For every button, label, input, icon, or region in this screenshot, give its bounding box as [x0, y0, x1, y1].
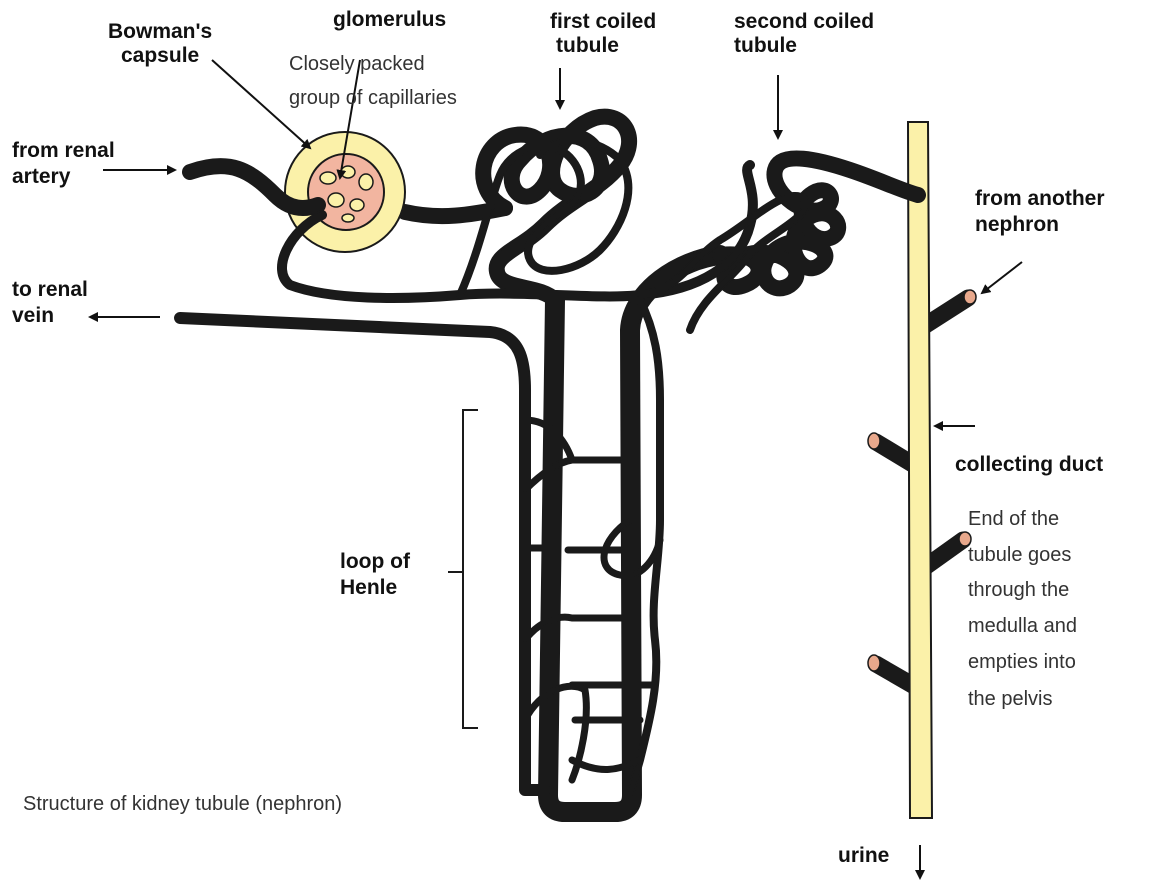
label-first-coiled: first coiled tubule — [550, 10, 662, 57]
label-glomerulus-note: Closely packed group of capillaries — [289, 53, 457, 109]
label-from-another-nephron: from another nephron — [975, 187, 1110, 236]
label-collecting-duct: collecting duct — [955, 453, 1103, 476]
label-duct-note: End of the tubule goes through the medul… — [968, 508, 1083, 710]
blood-vessels-arterial — [190, 140, 806, 795]
label-loop-of-henle: loop of Henle — [340, 550, 416, 599]
label-to-renal-vein: to renal vein — [12, 278, 94, 327]
arrow-another-nephron — [982, 262, 1022, 293]
label-bowmans-capsule: Bowman's capsule — [108, 20, 218, 67]
diagram-caption: Structure of kidney tubule (nephron) — [23, 793, 342, 815]
henle-bracket — [448, 410, 478, 728]
label-from-renal-artery: from renal artery — [12, 139, 121, 188]
label-urine: urine — [838, 844, 889, 867]
label-glomerulus: glomerulus — [333, 8, 446, 31]
label-second-coiled: second coiled tubule — [734, 10, 880, 57]
